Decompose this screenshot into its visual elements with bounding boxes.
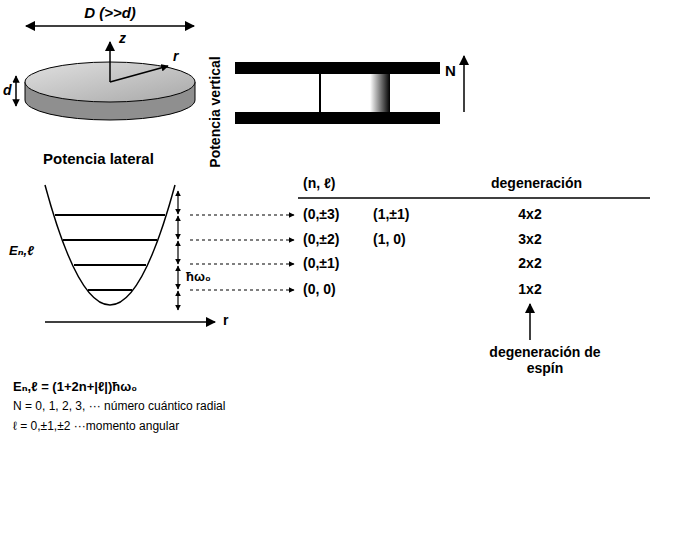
barrier-band [235, 62, 440, 74]
formula: Eₙ,ℓ = (1+2n+|ℓ|)ħω₀ [12, 380, 138, 395]
gradient-bar [370, 74, 390, 112]
axis-label: z [118, 30, 127, 46]
energy-label: Eₙ,ℓ [8, 244, 35, 259]
note: N = 0, 1, 2, 3, ··· número cuántico radi… [12, 400, 226, 414]
spacing-arrows [177, 191, 178, 310]
table-cell: (0,±1) [302, 255, 340, 271]
thickness-arrow [15, 76, 17, 106]
table-cell: 2x2 [517, 255, 542, 271]
table-header: (n, ℓ) [302, 175, 337, 191]
table-cell: (0,±3) [302, 206, 340, 222]
axis-title: Potencia vertical [207, 55, 223, 168]
energy-level [55, 214, 165, 216]
table-cell: (0, 0) [302, 281, 337, 297]
axis-label: r [222, 312, 229, 328]
spin-arrow [529, 304, 531, 340]
table-cell: 1x2 [517, 281, 542, 297]
r-axis [45, 321, 215, 323]
r-axis [110, 66, 168, 82]
energy-level [63, 239, 157, 241]
parabolic-potential [45, 185, 175, 305]
dimension-label: d [2, 82, 13, 98]
axis-label: N [444, 62, 457, 79]
table-cell: (1,±1) [372, 206, 410, 222]
n-axis [463, 56, 465, 112]
energy-level [74, 264, 146, 266]
table-cell: (0,±2) [302, 231, 340, 247]
spacing-label: ħω₀ [185, 270, 212, 285]
table-rule [298, 197, 650, 199]
table-cell: 4x2 [517, 206, 542, 222]
note: ℓ = 0,±1,±2 ···momento angular [12, 420, 180, 434]
table-header: degeneración [490, 175, 583, 191]
table-cell: 3x2 [517, 231, 542, 247]
dimension-label: D (>>d) [83, 4, 137, 21]
diameter-arrow [26, 25, 194, 27]
axis-label: r [172, 48, 179, 64]
z-axis [109, 42, 111, 82]
energy-level [88, 289, 132, 291]
spin-note: degeneración de espín [469, 344, 621, 376]
barrier-band [235, 112, 440, 124]
table-cell: (1, 0) [372, 231, 407, 247]
axis-title: Potencia lateral [42, 150, 155, 167]
level-line [319, 74, 321, 112]
